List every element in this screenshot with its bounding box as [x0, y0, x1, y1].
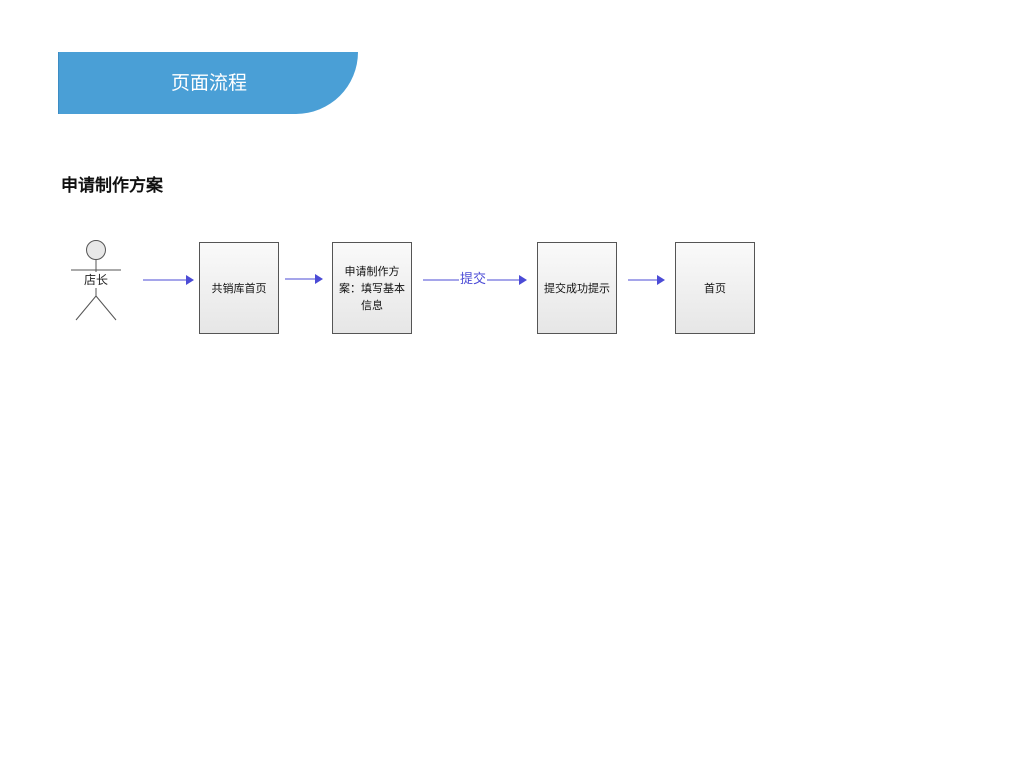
flow-node-label: 共销库首页	[211, 281, 267, 295]
flow-node-label: 申请制作方案：填写基本信息	[339, 264, 405, 312]
flow-node-home: 首页	[675, 242, 755, 334]
flow-node-apply-plan: 申请制作方案：填写基本信息	[332, 242, 412, 334]
flow-node-submit-success: 提交成功提示	[537, 242, 617, 334]
flow-node-label: 提交成功提示	[544, 281, 610, 295]
flow-node-label: 首页	[704, 281, 726, 295]
flow-node-library-home: 共销库首页	[199, 242, 279, 334]
page-title: 页面流程	[170, 72, 247, 94]
section-heading: 申请制作方案	[61, 176, 163, 196]
title-banner: 页面流程	[58, 52, 358, 114]
actor-label: 店长	[76, 272, 116, 288]
edge-label-submit: 提交	[459, 272, 488, 288]
